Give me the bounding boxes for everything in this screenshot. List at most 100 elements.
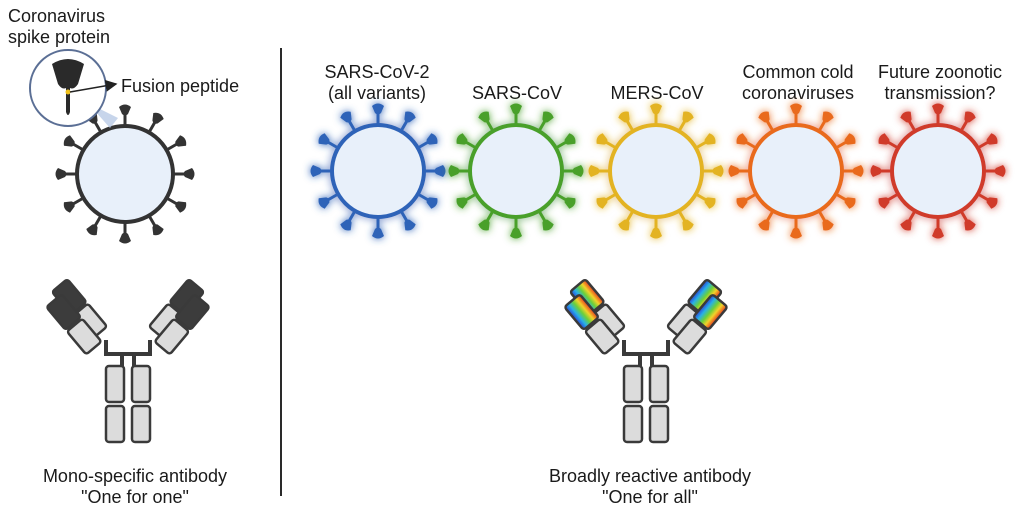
virus-label-common-cold: Common cold coronaviruses — [731, 62, 865, 104]
spike-stalk — [73, 196, 85, 205]
spike-head — [152, 224, 164, 236]
spike-crown — [572, 165, 584, 177]
antibody-fc-domain — [130, 364, 152, 404]
spike-stalk — [327, 192, 339, 201]
spike-crown — [650, 103, 662, 115]
antibody-fc-domain — [104, 364, 126, 404]
spike-stalk — [94, 214, 103, 226]
spike-head — [119, 232, 131, 244]
spike-stalk — [465, 192, 477, 201]
spike-head — [964, 219, 976, 231]
virus-label-line: MERS-CoV — [610, 83, 704, 103]
spike-crown — [736, 197, 748, 209]
spike-head — [318, 197, 330, 209]
spike-crown — [318, 133, 330, 145]
spike-crown — [340, 219, 352, 231]
spike-crown — [152, 112, 164, 124]
spike-head — [372, 227, 384, 239]
spike-magnifier — [29, 49, 118, 128]
spike-crown — [542, 111, 554, 123]
spike-head — [564, 133, 576, 145]
spike-crown — [588, 165, 600, 177]
spike-head — [404, 219, 416, 231]
spike-stalk — [165, 196, 177, 205]
fab-light-constant — [672, 318, 708, 355]
spike-crown — [448, 165, 460, 177]
spike-head — [55, 168, 67, 180]
virus-label-line: (all variants) — [327, 83, 427, 103]
spike-crown — [790, 103, 802, 115]
spike-head — [152, 112, 164, 124]
spike-crown — [618, 111, 630, 123]
spike-head — [310, 165, 322, 177]
spike-head — [758, 219, 770, 231]
spike-head — [682, 111, 694, 123]
spike-crown — [478, 219, 490, 231]
spike-stalk — [677, 210, 686, 222]
spike-stalk — [695, 192, 707, 201]
spike-crown — [932, 227, 944, 239]
mono-specific-caption: Mono-specific antibody "One for one" — [10, 466, 260, 508]
spike-head — [426, 197, 438, 209]
spike-head — [372, 103, 384, 115]
spike-stalk — [887, 141, 899, 150]
spike-crown — [618, 219, 630, 231]
spike-crown — [372, 227, 384, 239]
spike-crown — [900, 219, 912, 231]
spike-head — [878, 197, 890, 209]
spike-crown — [510, 103, 522, 115]
spike-crown — [175, 201, 187, 213]
spike-crown — [183, 168, 195, 180]
spike-head — [596, 133, 608, 145]
antibody-hinge — [104, 340, 152, 356]
spike-crown — [736, 133, 748, 145]
spike-crown — [878, 197, 890, 209]
virus-label-line: transmission? — [884, 83, 996, 103]
spike-crown — [844, 197, 856, 209]
spike-stalk — [147, 214, 156, 226]
spike-head — [448, 165, 460, 177]
spike-crown — [456, 133, 468, 145]
panel-divider — [280, 48, 282, 496]
spike-crown — [758, 219, 770, 231]
spike-stalk — [417, 192, 429, 201]
spike-stalk — [348, 120, 357, 132]
spike-crown — [426, 133, 438, 145]
spike-head — [986, 133, 998, 145]
spike-crown — [542, 219, 554, 231]
spike-head — [932, 227, 944, 239]
spike-head — [404, 111, 416, 123]
spike-crown — [119, 104, 131, 116]
antibody-fc-domain — [648, 404, 670, 444]
spike-stalk — [486, 120, 495, 132]
spike-head — [618, 219, 630, 231]
virus-label-line: SARS-CoV-2 — [324, 62, 430, 82]
coronavirus-2 — [448, 103, 584, 239]
spike-stalk — [908, 120, 917, 132]
spike-head — [822, 111, 834, 123]
spike-crown — [650, 227, 662, 239]
spike-crown — [434, 165, 446, 177]
spike-head — [572, 165, 584, 177]
spike-head — [900, 219, 912, 231]
antibody-fc-domain — [648, 364, 670, 404]
spike-crown — [55, 168, 67, 180]
spike-head — [986, 197, 998, 209]
antibody-fab-arm — [666, 278, 728, 355]
spike-head — [682, 219, 694, 231]
spike-stalk — [959, 120, 968, 132]
spike-head — [340, 111, 352, 123]
antibody-fc-domain — [622, 404, 644, 444]
spike-crown — [175, 135, 187, 147]
spike-head — [456, 197, 468, 209]
spike-head — [736, 133, 748, 145]
spike-head — [318, 133, 330, 145]
spike-stalk — [605, 192, 617, 201]
spike-crown — [964, 219, 976, 231]
spike-stalk — [147, 122, 156, 134]
mono-specific-antibody — [46, 278, 210, 444]
spike-crown — [994, 165, 1006, 177]
fusion-peptide-arrow — [69, 79, 118, 93]
spike-head — [844, 133, 856, 145]
